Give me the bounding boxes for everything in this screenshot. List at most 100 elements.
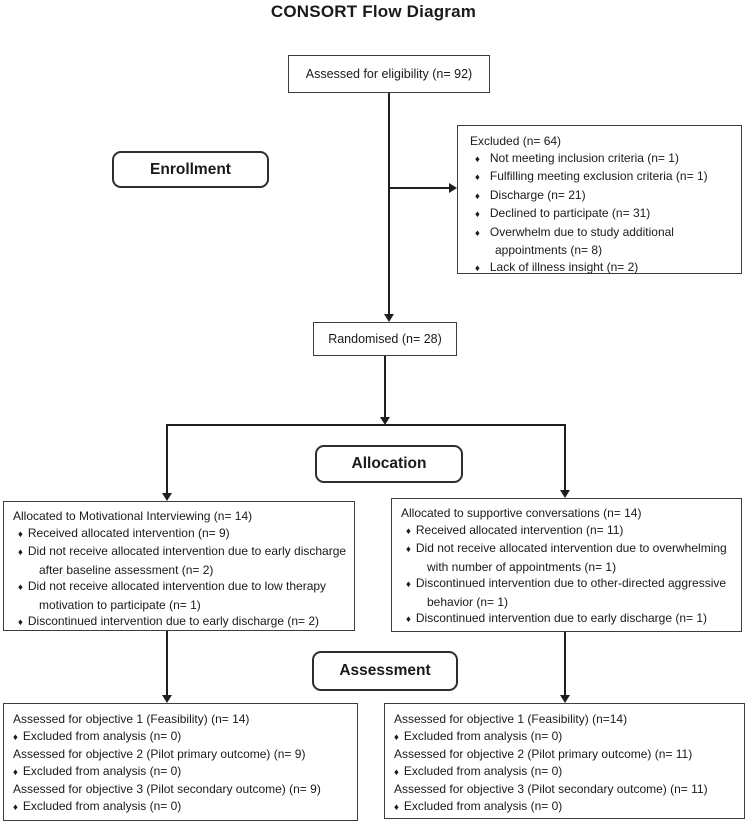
assessment-left-line-text: Assessed for objective 1 (Feasibility) (…	[13, 712, 250, 726]
diagram-title: CONSORT Flow Diagram	[270, 2, 477, 21]
eligibility-text: Assessed for eligibility (n= 92)	[305, 67, 473, 81]
connector-allocation-left-to-assessment-left	[166, 631, 168, 695]
assessment-right-line: Assessed for objective 3 (Pilot secondar…	[394, 781, 740, 798]
diamond-bullet-icon: ♦	[475, 172, 480, 183]
diamond-bullet-icon: ♦	[13, 766, 18, 778]
enrollment-label-text: Enrollment	[150, 160, 231, 178]
allocation-right-item: ♦ Discontinued intervention due to other-…	[401, 575, 735, 610]
allocation-left-item-text: Did not receive allocated intervention d…	[27, 544, 347, 577]
assessment-left-line: ♦ Excluded from analysis (n= 0)	[13, 763, 353, 782]
allocation-left-list: ♦Received allocated intervention (n= 9) …	[13, 525, 348, 632]
connector-split-to-allocation-right	[564, 424, 566, 490]
assessment-left-line: ♦ Excluded from analysis (n= 0)	[13, 728, 353, 747]
assessment-right-line-text: Assessed for objective 1 (Feasibility) (…	[394, 712, 628, 726]
allocation-right-item-text: Discontinued intervention due to early d…	[415, 611, 708, 625]
excluded-reason-item: ♦ Discharge (n= 21)	[470, 187, 735, 206]
assessment-right-line: ♦ Excluded from analysis (n= 0)	[394, 798, 740, 817]
assessment-right-line-text: Assessed for objective 2 (Pilot primary …	[394, 747, 693, 761]
assessment-left-line: Assessed for objective 2 (Pilot primary …	[13, 746, 353, 763]
assessment-right-line-text: Excluded from analysis (n= 0)	[403, 728, 563, 743]
assessment-left-line-text: Excluded from analysis (n= 0)	[22, 798, 182, 813]
diamond-bullet-icon: ♦	[394, 766, 399, 778]
excluded-reason-item: ♦ Declined to participate (n= 31)	[470, 205, 735, 224]
enrollment-stage-label: Enrollment	[112, 151, 269, 188]
assessment-right-line: Assessed for objective 1 (Feasibility) (…	[394, 711, 740, 728]
excluded-reason-item: ♦ Lack of illness insight (n= 2)	[470, 259, 735, 278]
diamond-bullet-icon: ♦	[406, 614, 411, 625]
diamond-bullet-icon: ♦	[13, 801, 18, 813]
arrowhead-into-allocation-left-icon	[162, 493, 172, 501]
excluded-reason-text: Overwhelm due to study additional appoin…	[489, 224, 674, 258]
arrowhead-into-randomised-icon	[384, 314, 394, 322]
eligibility-box: Assessed for eligibility (n= 92)	[288, 55, 490, 93]
diamond-bullet-icon: ♦	[18, 547, 23, 558]
diamond-bullet-icon: ♦	[18, 582, 23, 593]
allocation-stage-label: Allocation	[315, 445, 463, 483]
connector-randomised-to-split	[384, 356, 386, 417]
assessment-right-line: ♦ Excluded from analysis (n= 0)	[394, 728, 740, 747]
assessment-right-box: Assessed for objective 1 (Feasibility) (…	[384, 703, 745, 819]
assessment-right-line: ♦ Excluded from analysis (n= 0)	[394, 763, 740, 782]
allocation-right-item: ♦ Discontinued intervention due to early …	[401, 610, 735, 629]
allocation-left-item-text: Did not receive allocated intervention d…	[27, 579, 327, 612]
excluded-reason-item: ♦Fulfilling meeting exclusion criteria (…	[470, 168, 735, 187]
allocation-right-title: Allocated to supportive conversations (n…	[401, 506, 642, 520]
assessment-left-line-text: Assessed for objective 3 (Pilot secondar…	[13, 782, 321, 796]
assessment-right-line: Assessed for objective 2 (Pilot primary …	[394, 746, 740, 763]
excluded-title: Excluded (n= 64)	[470, 134, 562, 148]
assessment-left-line-text: Excluded from analysis (n= 0)	[22, 728, 182, 743]
assessment-left-line: ♦ Excluded from analysis (n= 0)	[13, 798, 353, 817]
randomised-text: Randomised (n= 28)	[328, 332, 442, 346]
allocation-left-item-text: Received allocated intervention (n= 9)	[27, 525, 230, 540]
arrowhead-into-assessment-left-icon	[162, 695, 172, 703]
arrowhead-onto-split-icon	[380, 417, 390, 425]
assessment-right-line-text: Excluded from analysis (n= 0)	[403, 798, 563, 813]
assessment-left-line: Assessed for objective 1 (Feasibility) (…	[13, 711, 353, 728]
diamond-bullet-icon: ♦	[475, 209, 480, 220]
diamond-bullet-icon: ♦	[13, 731, 18, 743]
excluded-box: Excluded (n= 64) ♦Not meeting inclusion …	[457, 125, 742, 274]
assessment-stage-label: Assessment	[312, 651, 458, 691]
allocation-left-item: ♦Received allocated intervention (n= 9)	[13, 525, 348, 544]
assessment-left-line-text: Excluded from analysis (n= 0)	[22, 763, 182, 778]
diamond-bullet-icon: ♦	[394, 801, 399, 813]
allocation-left-item-text: Discontinued intervention due to early d…	[27, 614, 320, 628]
diamond-bullet-icon: ♦	[475, 227, 480, 239]
assessment-label-text: Assessment	[339, 662, 431, 679]
allocation-left-title: Allocated to Motivational Interviewing (…	[13, 509, 253, 523]
assessment-left-line-text: Assessed for objective 2 (Pilot primary …	[13, 747, 306, 761]
diamond-bullet-icon: ♦	[406, 544, 411, 555]
allocation-left-item: ♦ Did not receive allocated intervention …	[13, 543, 348, 578]
excluded-reason-text: Discharge (n= 21)	[489, 187, 586, 202]
diamond-bullet-icon: ♦	[406, 579, 411, 590]
excluded-reason-item: ♦ Overwhelm due to study additional appoi…	[470, 224, 702, 259]
allocation-right-item-text: Received allocated intervention (n= 11)	[415, 522, 624, 537]
diamond-bullet-icon: ♦	[475, 190, 480, 202]
assessment-right-line-text: Excluded from analysis (n= 0)	[403, 763, 563, 778]
assessment-left-line: Assessed for objective 3 (Pilot secondar…	[13, 781, 353, 798]
connector-eligibility-to-randomised	[388, 93, 390, 314]
excluded-reason-text: Lack of illness insight (n= 2)	[489, 259, 639, 274]
arrowhead-into-assessment-right-icon	[560, 695, 570, 703]
diamond-bullet-icon: ♦	[475, 262, 480, 274]
allocation-left-item: ♦ Did not receive allocated intervention …	[13, 578, 348, 613]
connector-split-to-allocation-left	[166, 424, 168, 493]
allocation-right-item-text: Discontinued intervention due to other-d…	[415, 576, 727, 609]
excluded-reason-list: ♦Not meeting inclusion criteria (n= 1) ♦…	[470, 150, 735, 278]
allocation-right-box: Allocated to supportive conversations (n…	[391, 498, 742, 632]
allocation-left-box: Allocated to Motivational Interviewing (…	[3, 501, 355, 631]
excluded-reason-item: ♦Not meeting inclusion criteria (n= 1)	[470, 150, 735, 169]
diamond-bullet-icon: ♦	[394, 731, 399, 743]
assessment-left-box: Assessed for objective 1 (Feasibility) (…	[3, 703, 358, 821]
split-horizontal-line	[166, 424, 566, 426]
connector-allocation-right-to-assessment-right	[564, 632, 566, 695]
diamond-bullet-icon: ♦	[18, 617, 23, 628]
excluded-reason-text: Declined to participate (n= 31)	[489, 206, 651, 220]
allocation-right-item: ♦Did not receive allocated intervention …	[401, 540, 735, 575]
randomised-box: Randomised (n= 28)	[313, 322, 457, 356]
arrowhead-into-excluded-icon	[449, 183, 457, 193]
arrowhead-into-allocation-right-icon	[560, 490, 570, 498]
allocation-label-text: Allocation	[351, 455, 427, 472]
allocation-left-item: ♦ Discontinued intervention due to early …	[13, 613, 348, 632]
